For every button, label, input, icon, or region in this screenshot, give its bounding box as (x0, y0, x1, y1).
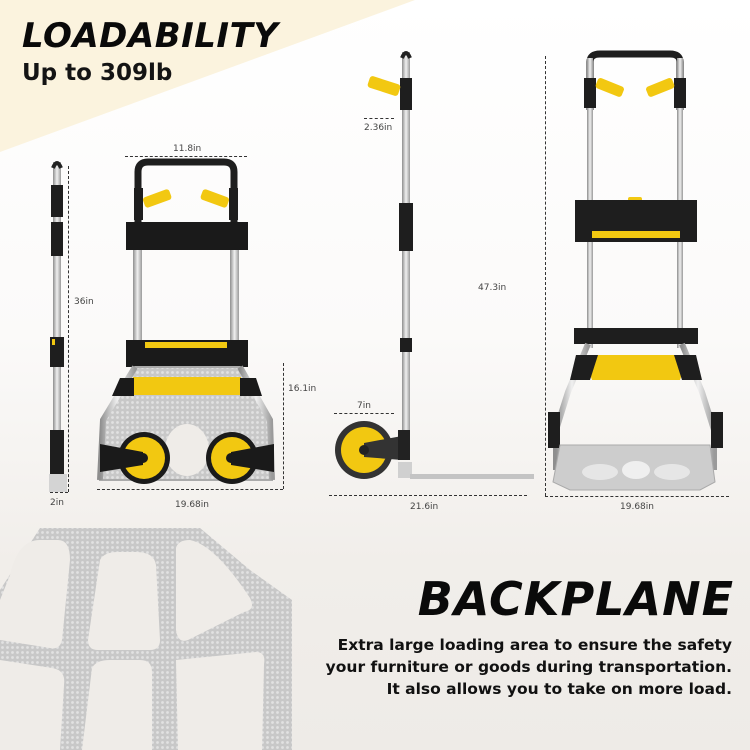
label-front-height: 16.1in (288, 384, 317, 394)
label-top-width: 11.8in (173, 144, 202, 154)
label-front-width: 19.68in (175, 500, 209, 510)
dimension-line-folded-depth (50, 492, 68, 493)
dimension-line-top-width (125, 156, 247, 157)
label-folded-depth: 2in (50, 498, 64, 508)
folded-side-view (49, 161, 67, 492)
dimension-line-front-width (97, 489, 283, 490)
label-handle-offset: 2.36in (364, 123, 393, 133)
page-title: LOADABILITY (22, 16, 279, 56)
unfolded-side-view (335, 51, 534, 479)
backplane-title: BACKPLANE (417, 572, 734, 626)
dimension-line-unfolded-width (545, 496, 729, 497)
label-wheel: 7in (357, 401, 371, 411)
dimension-line-unfolded-height (545, 56, 546, 496)
dimension-line-handle-offset (364, 118, 394, 119)
backplane-line: your furniture or goods during transport… (325, 658, 732, 676)
header: LOADABILITY Up to 309lb (22, 16, 278, 88)
unfolded-front-view (548, 50, 723, 491)
label-unfolded-width: 19.68in (620, 502, 654, 512)
dimension-line-side-length (329, 495, 527, 496)
dimension-line-folded-height (68, 166, 69, 492)
label-folded-height: 36in (74, 297, 94, 307)
label-unfolded-height: 47.3in (478, 283, 507, 293)
backplane-description: Extra large loading area to ensure the s… (292, 634, 732, 700)
backplane-line: It also allows you to take on more load. (386, 680, 732, 698)
load-capacity: Up to 309lb (22, 60, 173, 86)
label-side-length: 21.6in (410, 502, 439, 512)
dimension-line-wheel (334, 413, 394, 414)
backplane-line: Extra large loading area to ensure the s… (337, 636, 732, 654)
dimension-line-front-height (283, 363, 284, 489)
folded-front-view (97, 158, 275, 484)
backplane-closeup (0, 528, 292, 750)
